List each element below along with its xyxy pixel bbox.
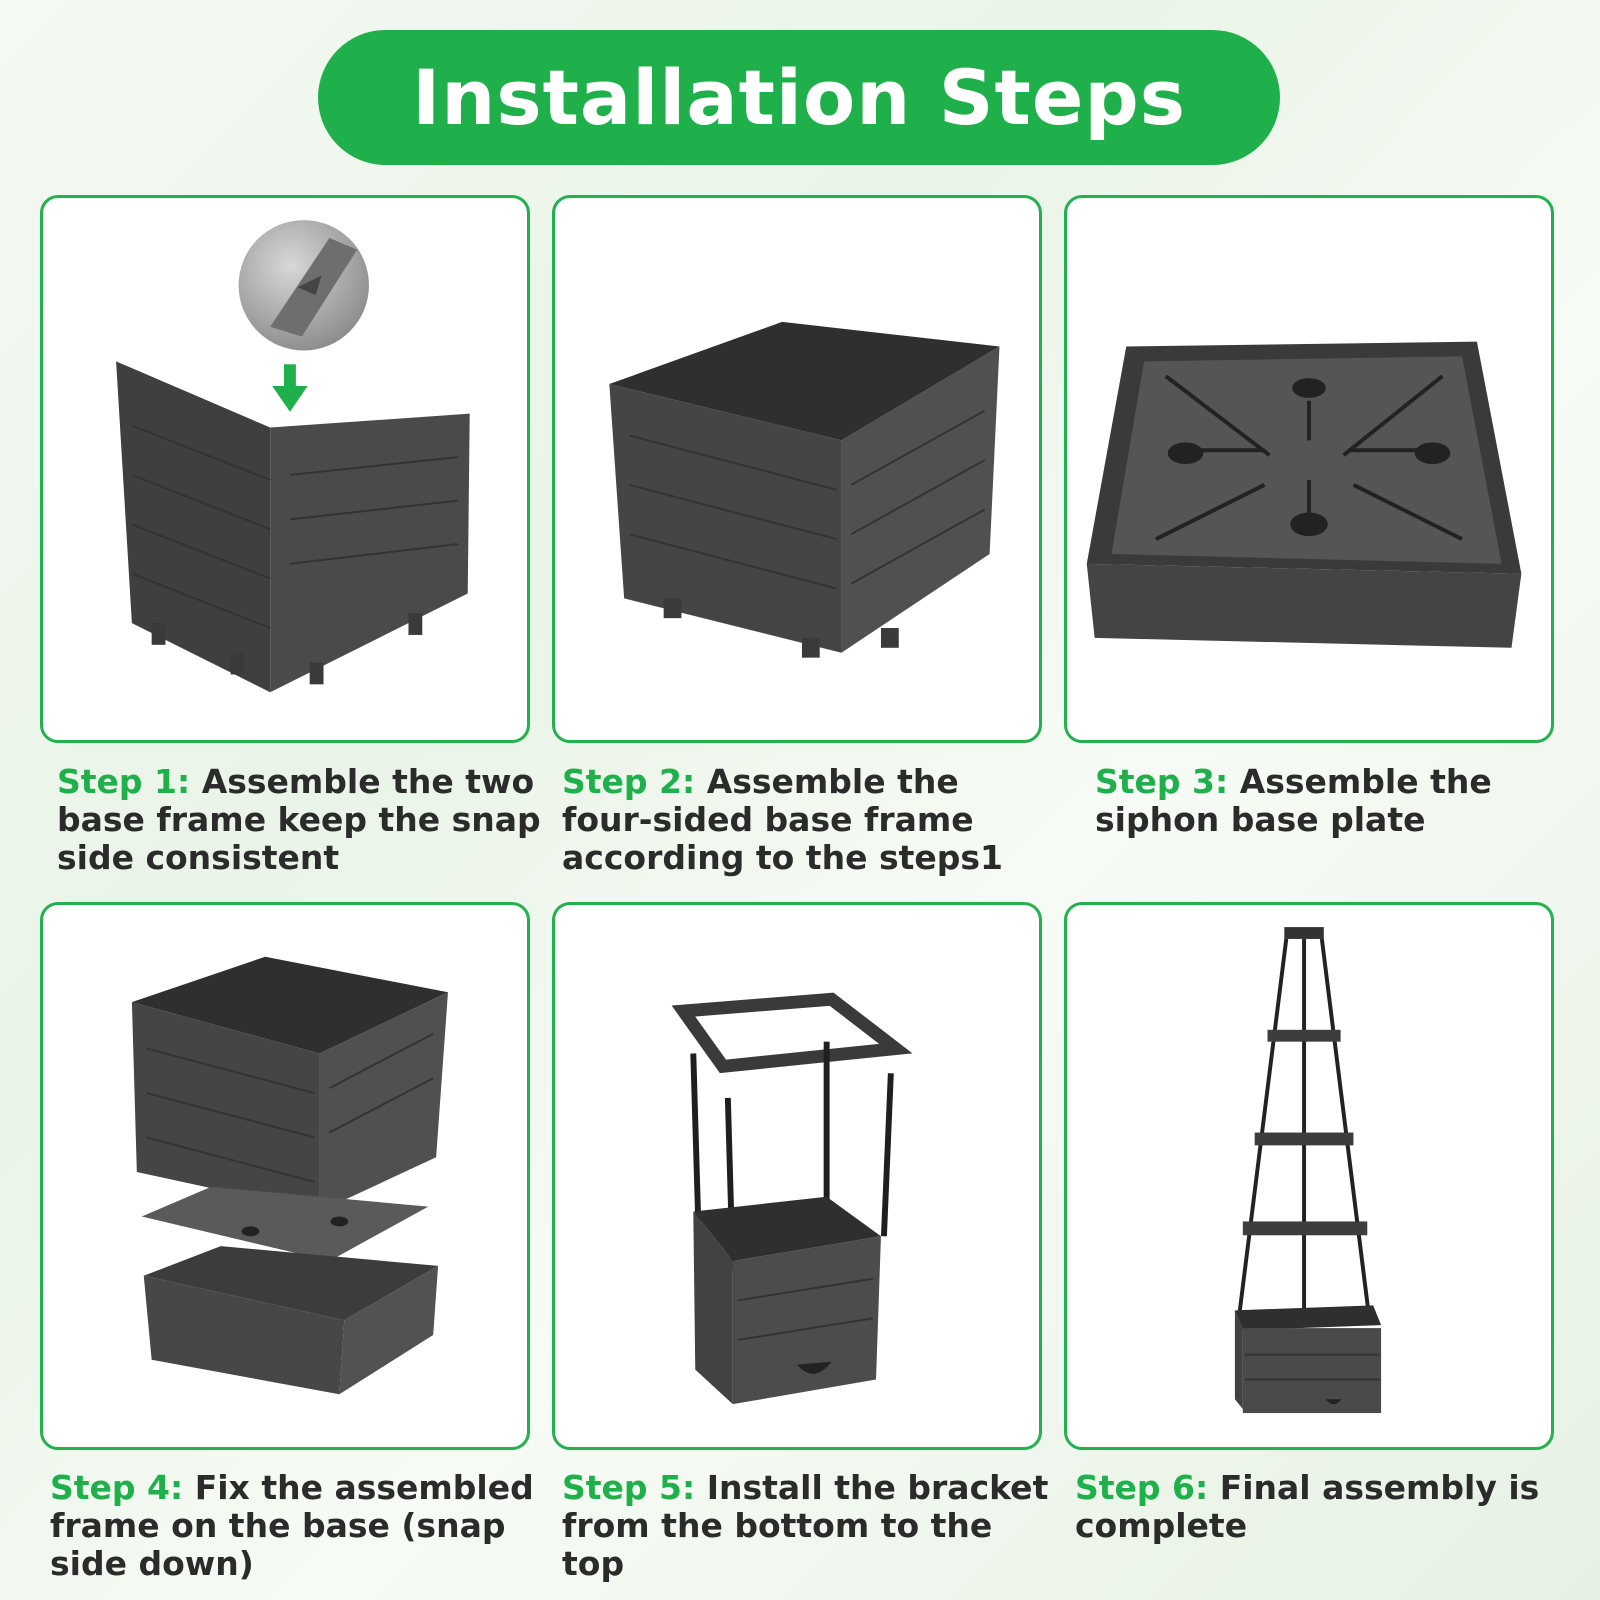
step-3-card: [1064, 195, 1554, 743]
four-sided-frame-image: [609, 321, 1000, 658]
step-5-caption: Step 5: Install the bracket from the bot…: [562, 1469, 1052, 1583]
step-6-card: [1064, 902, 1554, 1450]
step-3-caption: Step 3: Assemble the siphon base plate: [1095, 763, 1585, 839]
step-5-label: Step 5:: [562, 1468, 696, 1507]
step-4-label: Step 4:: [50, 1468, 184, 1507]
step-6-text: Final assembly is complete: [1075, 1468, 1540, 1545]
step-4-card: [40, 902, 530, 1450]
siphon-base-plate-image: [1086, 341, 1522, 648]
bracket-installation-image: [671, 992, 913, 1405]
step-1-label: Step 1:: [57, 762, 191, 801]
step-2-text: Assemble the four-sided base frame accor…: [562, 762, 1003, 877]
step-5-text: Install the bracket from the bottom to t…: [562, 1468, 1049, 1583]
page-title: Installation Steps: [411, 53, 1187, 142]
exploded-frame-on-base-image: [131, 956, 448, 1395]
step-1-card: [40, 195, 530, 743]
step-6-label: Step 6:: [1075, 1468, 1209, 1507]
step-6-caption: Step 6: Final assembly is complete: [1075, 1469, 1565, 1545]
step-4-caption: Step 4: Fix the assembled frame on the b…: [50, 1469, 540, 1583]
step-3-text: Assemble the siphon base plate: [1095, 762, 1492, 839]
two-panel-corner-frame-image: [116, 220, 470, 693]
step-2-label: Step 2:: [562, 762, 696, 801]
step-2-caption: Step 2: Assemble the four-sided base fra…: [562, 763, 1052, 877]
step-5-card: [552, 902, 1042, 1450]
step-2-card: [552, 195, 1042, 743]
step-3-label: Step 3:: [1095, 762, 1229, 801]
step-1-text: Assemble the two base frame keep the sna…: [57, 762, 541, 877]
title-banner: Installation Steps: [318, 30, 1280, 165]
step-4-text: Fix the assembled frame on the base (sna…: [50, 1468, 534, 1583]
step-1-caption: Step 1: Assemble the two base frame keep…: [57, 763, 547, 877]
complete-tower-planter-image: [1234, 927, 1382, 1414]
